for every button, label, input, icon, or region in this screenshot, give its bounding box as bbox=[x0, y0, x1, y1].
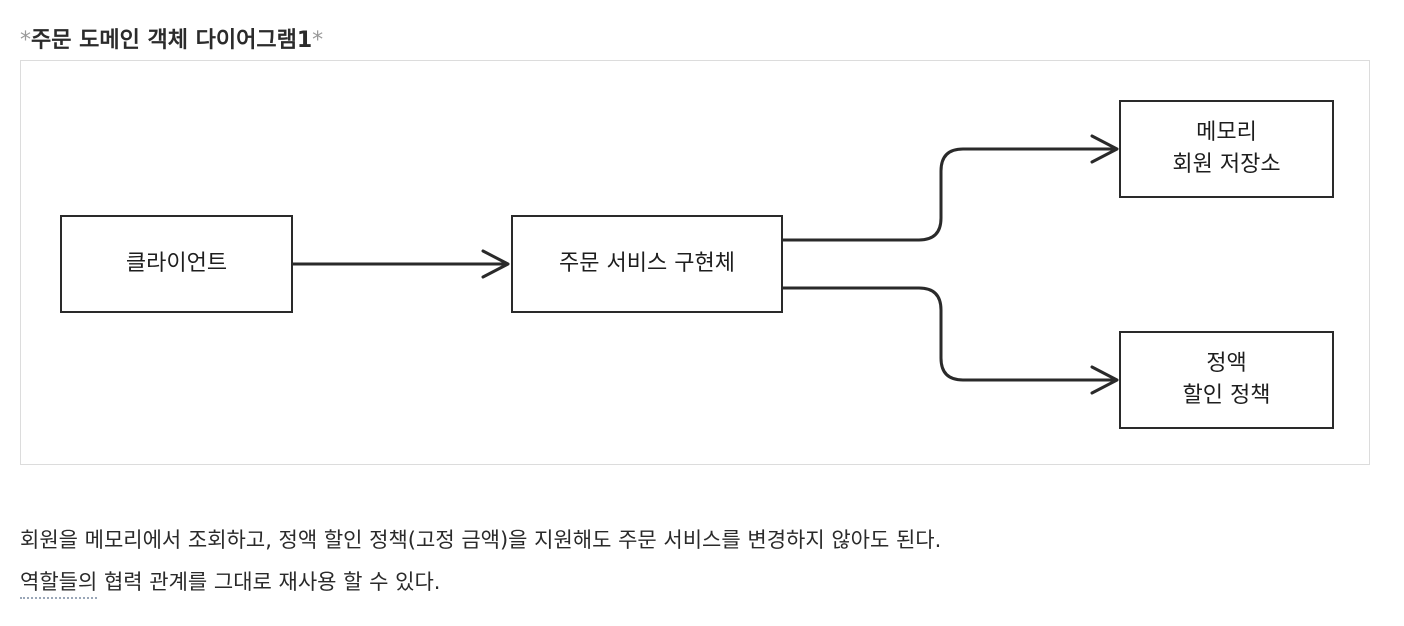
node-order-service-label: 주문 서비스 구현체 bbox=[559, 251, 735, 276]
edge-order-service-to-memory-repo bbox=[781, 147, 1117, 242]
arrowhead-fixed-discount bbox=[1090, 365, 1119, 395]
node-client: 클라이언트 bbox=[60, 215, 293, 313]
page-title: *주문 도메인 객체 다이어그램1* bbox=[20, 22, 323, 54]
node-fixed-discount-policy-line2: 할인 정책 bbox=[1182, 383, 1271, 408]
node-client-label: 클라이언트 bbox=[125, 251, 228, 276]
title-suffix-star: * bbox=[312, 28, 324, 53]
diagram-connectors bbox=[290, 134, 1119, 395]
edge-order-service-to-fixed-discount bbox=[781, 286, 1117, 382]
arrowhead-order-service bbox=[481, 249, 510, 279]
description-line-2-rest: 협력 관계를 그대로 재사용 할 수 있다. bbox=[97, 570, 441, 594]
title-prefix-star: * bbox=[20, 28, 31, 53]
node-fixed-discount-policy: 정액 할인 정책 bbox=[1119, 331, 1334, 429]
node-memory-repository-line2: 회원 저장소 bbox=[1172, 152, 1281, 177]
arrowhead-memory-repo bbox=[1090, 134, 1119, 164]
title-text: 주문 도메인 객체 다이어그램1 bbox=[31, 28, 313, 53]
description-line-1: 회원을 메모리에서 조회하고, 정액 할인 정책(고정 금액)을 지원해도 주문… bbox=[20, 528, 942, 552]
node-memory-repository-line1: 메모리 bbox=[1196, 120, 1257, 145]
diagram-frame: 클라이언트 주문 서비스 구현체 메모리 회원 저장소 정액 할인 정책 bbox=[20, 60, 1370, 465]
node-memory-repository: 메모리 회원 저장소 bbox=[1119, 100, 1334, 198]
node-order-service: 주문 서비스 구현체 bbox=[511, 215, 783, 313]
description-underlined-word[interactable]: 역할들의 bbox=[20, 570, 98, 599]
node-fixed-discount-policy-line1: 정액 bbox=[1206, 351, 1247, 376]
description-line-2: 역할들의 협력 관계를 그대로 재사용 할 수 있다. bbox=[20, 566, 441, 599]
